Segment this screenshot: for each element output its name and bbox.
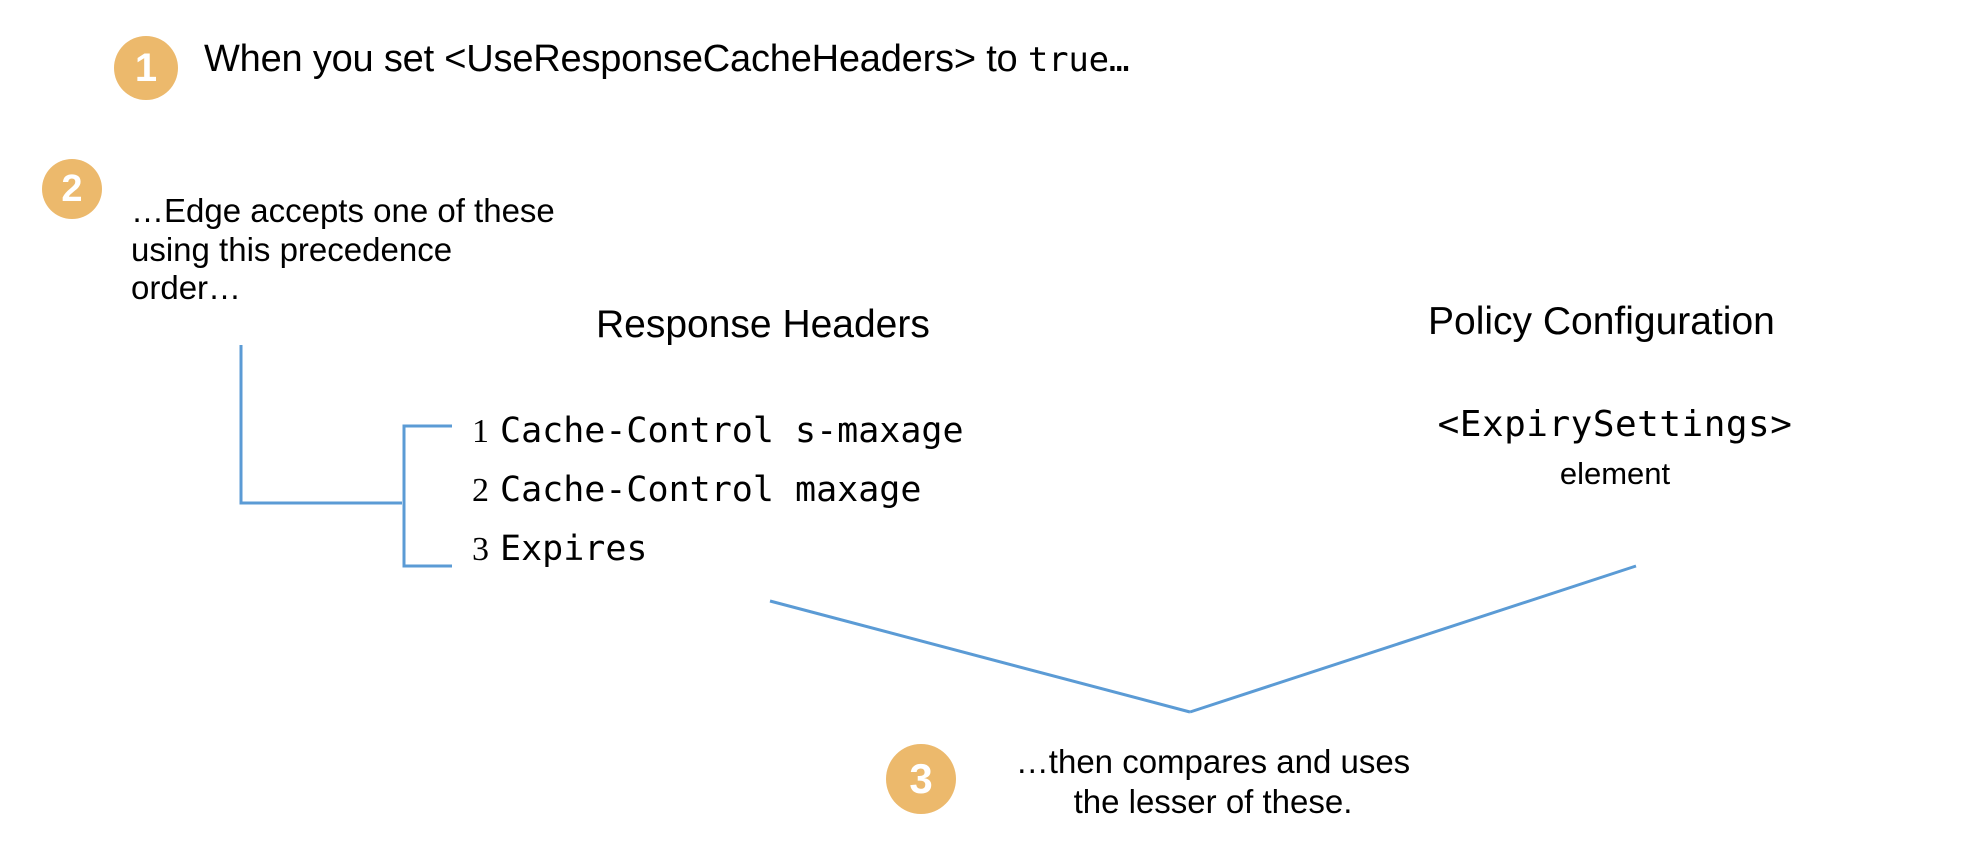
precedence-item-number: 3 <box>472 531 489 568</box>
step2-connector-elbow <box>239 345 402 505</box>
precedence-bracket <box>402 424 452 568</box>
step-2-caption: …Edge accepts one of these using this pr… <box>131 192 611 308</box>
step-3-caption-line-1: …then compares and uses <box>1015 743 1411 780</box>
step-1-caption: When you set <UseResponseCacheHeaders> t… <box>204 38 1129 81</box>
precedence-item: 3 Expires <box>472 529 964 588</box>
step-3-caption: …then compares and uses the lesser of th… <box>978 742 1448 821</box>
step-badge-1: 1 <box>114 36 178 100</box>
precedence-item-number: 2 <box>472 472 489 509</box>
step-1-caption-code: true… <box>1027 40 1130 80</box>
step-3-caption-line-2: the lesser of these. <box>1073 782 1353 820</box>
step-1-caption-text: When you set <UseResponseCacheHeaders> t… <box>204 38 1028 80</box>
policy-element-block: <ExpirySettings> element <box>1380 404 1850 492</box>
policy-element-word: element <box>1559 456 1671 491</box>
precedence-item: 1 Cache-Control s-maxage <box>472 411 964 470</box>
compare-line-right <box>1189 564 1637 714</box>
precedence-item-number: 1 <box>472 413 489 450</box>
step-2-caption-line-2: using this precedence <box>131 230 453 268</box>
precedence-item-label: Expires <box>500 529 648 569</box>
response-headers-heading: Response Headers <box>596 303 930 346</box>
policy-configuration-heading: Policy Configuration <box>1428 300 1775 343</box>
step-2-caption-line-1: …Edge accepts one of these <box>131 192 555 229</box>
precedence-item-label: Cache-Control s-maxage <box>500 411 964 451</box>
step-badge-3: 3 <box>886 744 956 814</box>
precedence-item: 2 Cache-Control maxage <box>472 470 964 529</box>
precedence-item-label: Cache-Control maxage <box>500 470 922 510</box>
step-2-caption-line-3: order… <box>131 269 242 307</box>
precedence-list: 1 Cache-Control s-maxage 2 Cache-Control… <box>472 411 964 588</box>
step-badge-2: 2 <box>42 159 102 219</box>
compare-line-left <box>769 599 1191 714</box>
policy-element-tag: <ExpirySettings> <box>1437 404 1793 445</box>
